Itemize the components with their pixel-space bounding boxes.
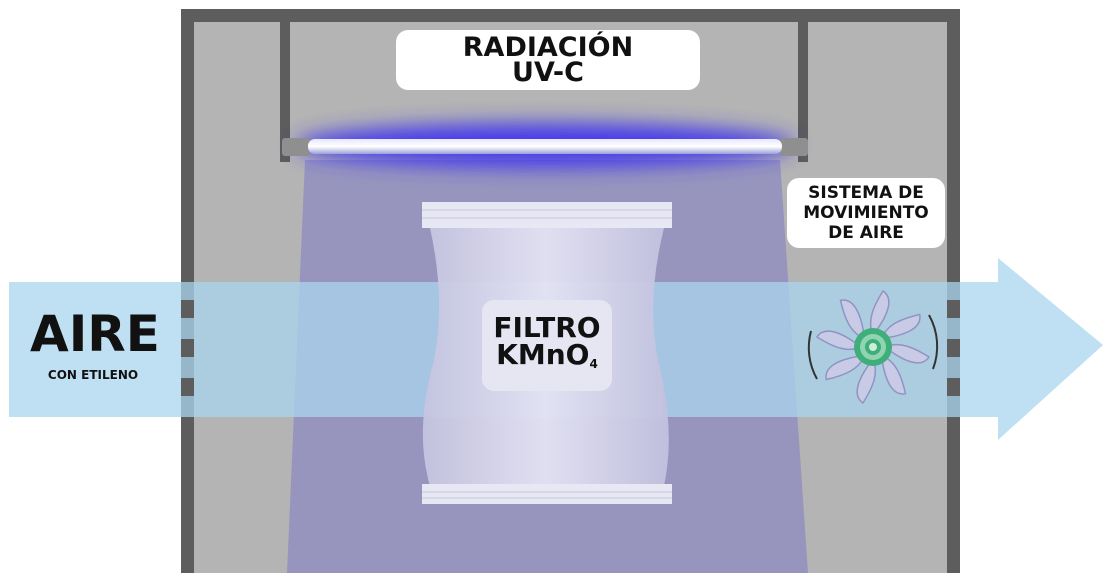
air-inlet-title: AIRE	[30, 305, 160, 363]
air-system-line2: MOVIMIENTO	[803, 203, 929, 223]
uv-lamp-tube	[308, 139, 782, 154]
air-system-line1: SISTEMA DE	[808, 183, 924, 203]
left-wall-vents	[181, 300, 194, 396]
uv-lamp-icon	[282, 123, 808, 167]
air-system-line3: DE AIRE	[828, 223, 904, 243]
filter-label: FILTRO KMnO4	[482, 300, 612, 391]
right-wall-vents	[947, 300, 960, 396]
uv-label-line2: UV-C	[512, 57, 584, 88]
bag-bottom-seal	[422, 484, 672, 504]
filter-formula-text: KMnO	[496, 337, 590, 371]
lamp-bracket-right	[798, 22, 808, 162]
filter-label-line1: FILTRO	[493, 310, 601, 344]
air-movement-system-label: SISTEMA DE MOVIMIENTO DE AIRE	[787, 178, 945, 248]
fan-icon	[807, 289, 939, 405]
filter-label-formula: KMnO4	[496, 337, 598, 378]
uv-label-line1: RADIACIÓN	[462, 32, 634, 63]
fan-rotation-arc-right	[928, 314, 939, 370]
uv-lamp-cap-right	[780, 138, 808, 156]
lamp-bracket-left	[280, 22, 290, 162]
bag-top-seal	[422, 202, 672, 228]
fan-rotation-arc-left	[807, 330, 818, 380]
filter-formula-subscript: 4	[589, 356, 598, 371]
uv-radiation-label: RADIACIÓN UV-C	[396, 30, 700, 90]
uv-lamp-cap-left	[282, 138, 310, 156]
air-inlet-subtitle: CON ETILENO	[47, 368, 139, 382]
